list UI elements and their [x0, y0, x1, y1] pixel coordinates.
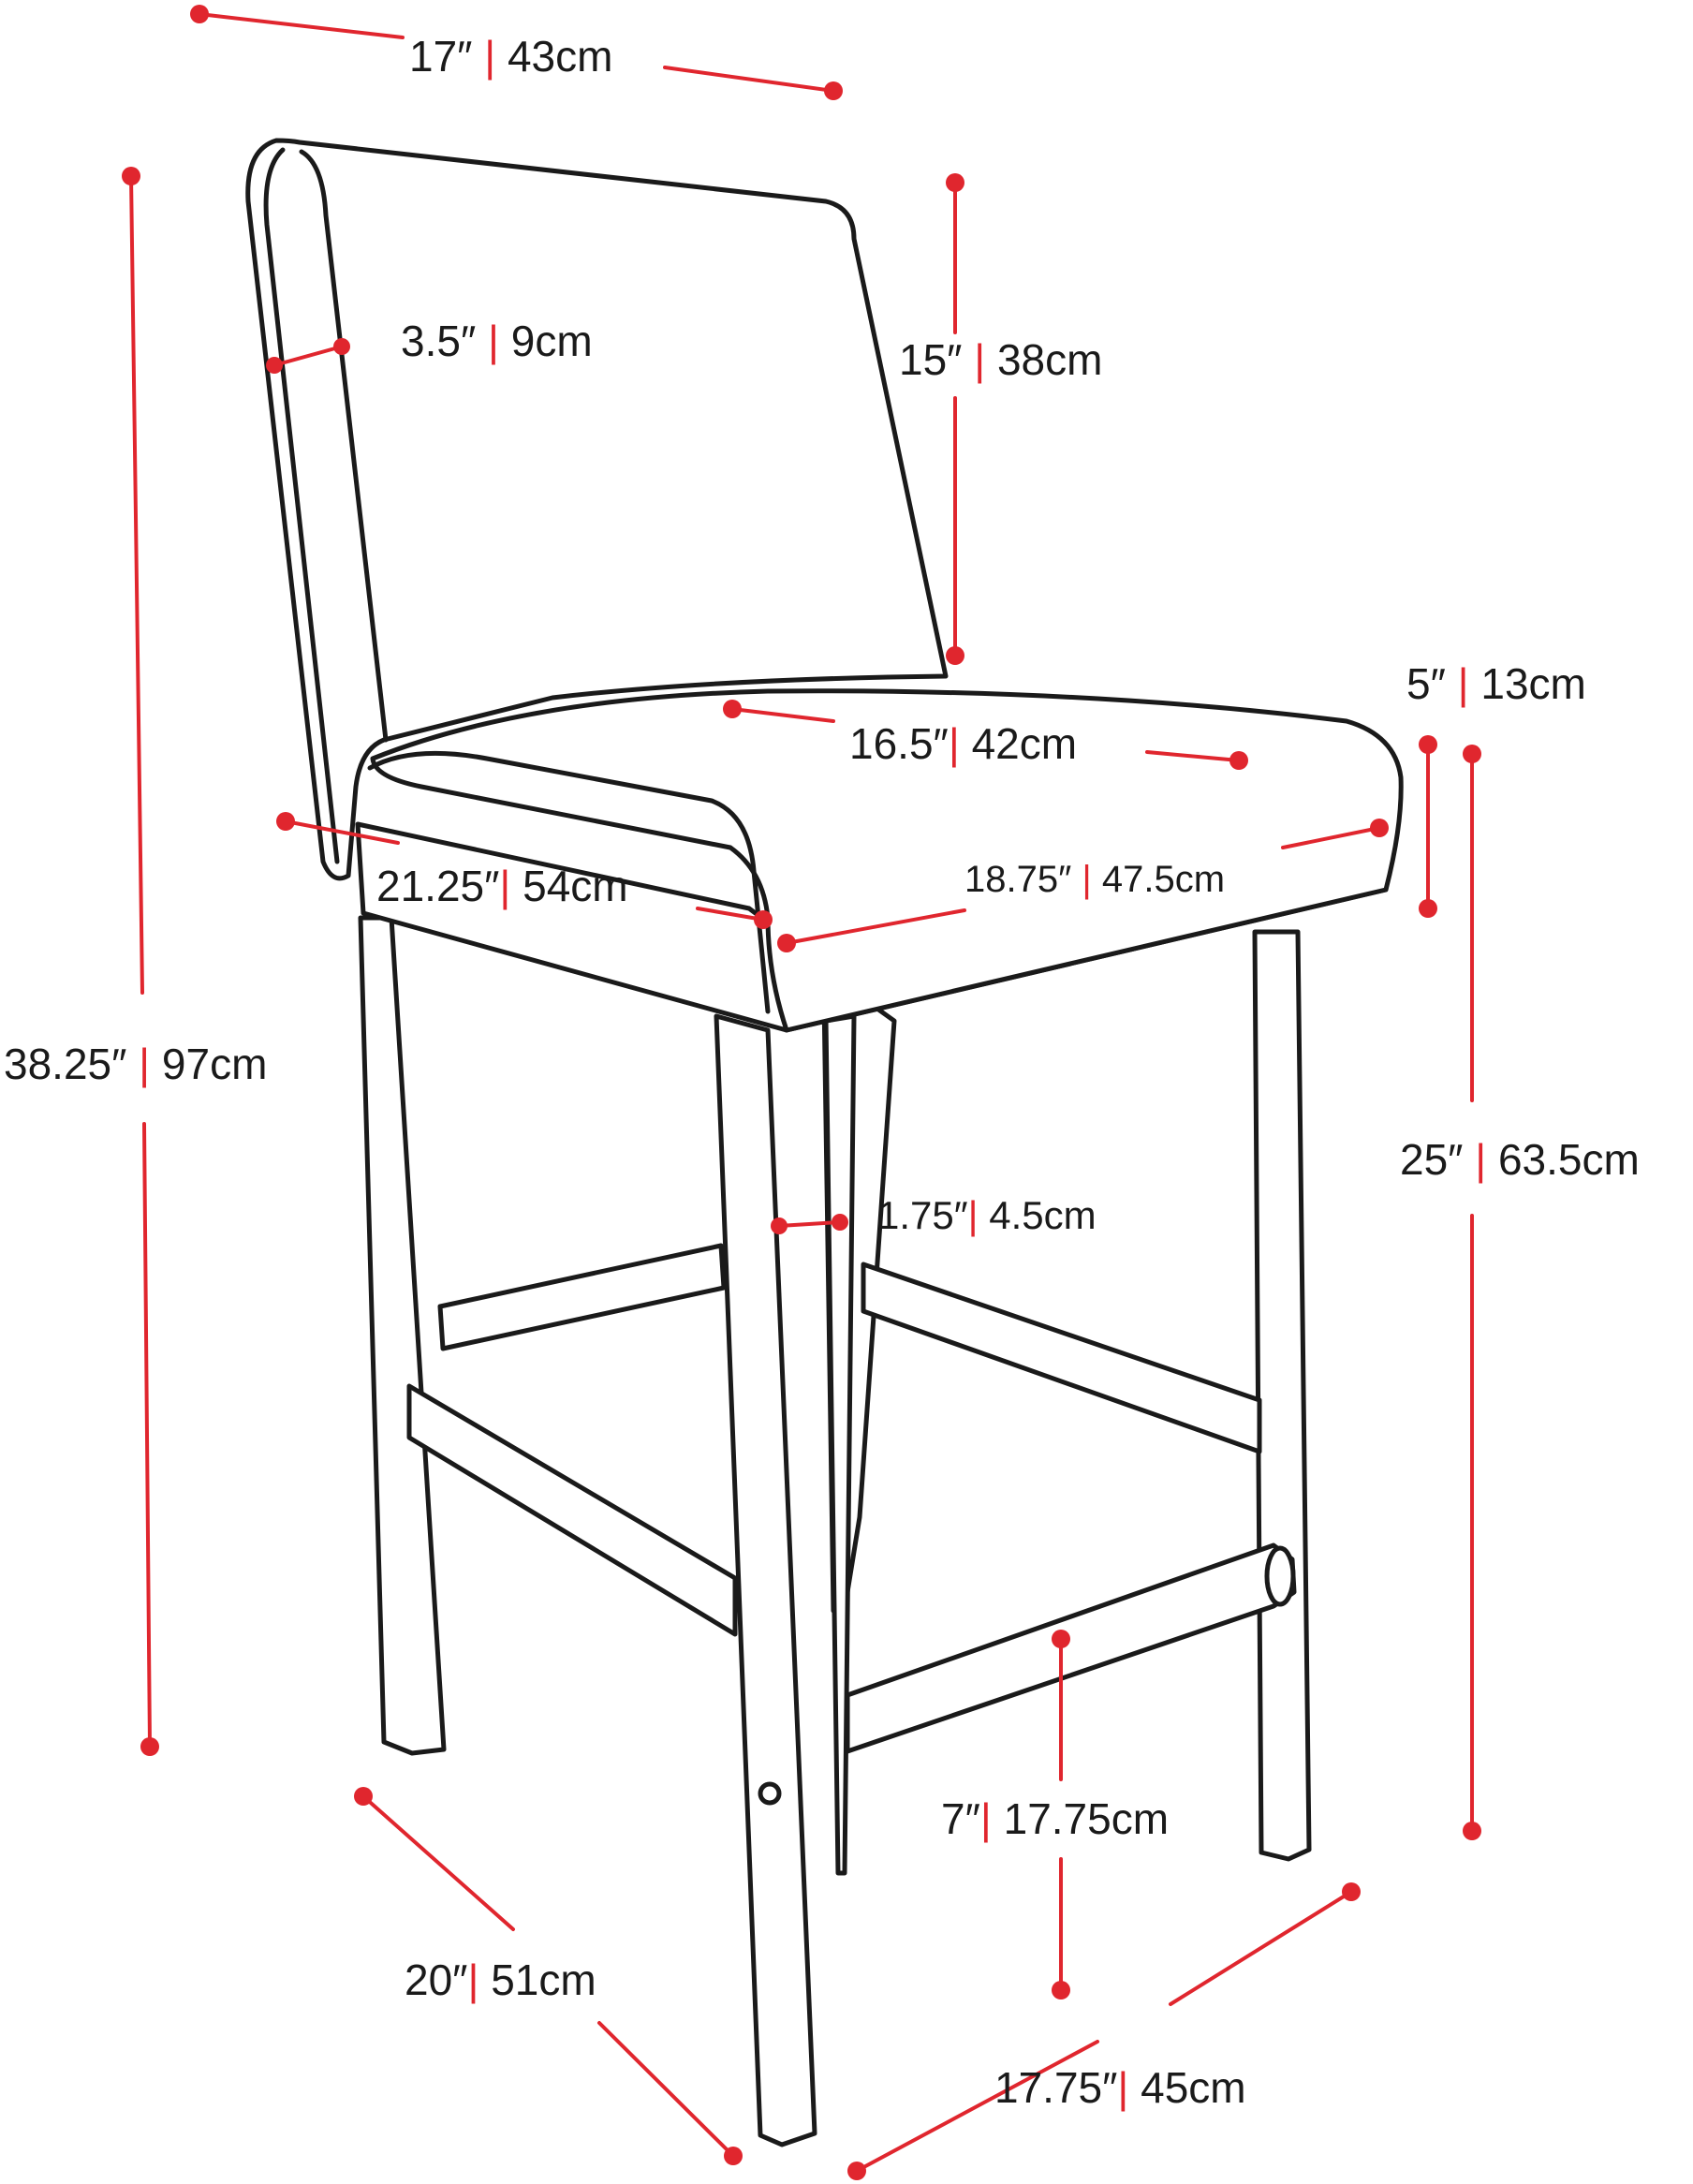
- label-total-height: 38.25″ | 97cm: [4, 1040, 267, 1088]
- side-stretcher-right: [861, 1262, 1262, 1454]
- label-base-width: 17.75″| 45cm: [994, 2063, 1246, 2112]
- label-seat-depth: 21.25″| 54cm: [376, 862, 628, 910]
- rear-stretcher: [437, 1243, 727, 1351]
- footrest-end-cap: [1264, 1545, 1296, 1607]
- label-back-height: 15″ | 38cm: [899, 335, 1102, 384]
- dimension-lines: [122, 5, 1481, 2180]
- front-footrest: [845, 1542, 1297, 1754]
- label-seat-thickness: 5″ | 13cm: [1406, 659, 1586, 708]
- front-left-leg: [714, 1013, 817, 2147]
- bar-stool-drawing: [245, 138, 1404, 2147]
- label-base-depth: 20″| 51cm: [405, 1955, 596, 2004]
- label-seat-back-width: 16.5″| 42cm: [849, 719, 1077, 768]
- label-leg-width: 1.75″| 4.5cm: [877, 1193, 1097, 1237]
- label-footrest-height: 7″| 17.75cm: [941, 1794, 1169, 1843]
- rear-left-leg: [358, 915, 447, 1756]
- seat-top: [370, 688, 1404, 1033]
- label-seat-height: 25″ | 63.5cm: [1400, 1135, 1640, 1184]
- dimension-labels: 17″ | 43cm 3.5″ | 9cm 15″ | 38cm 5″ | 13…: [4, 32, 1640, 2112]
- back-rest-edge: [299, 149, 389, 743]
- back-rest: [245, 138, 949, 881]
- seat-piping: [367, 750, 771, 1014]
- label-back-thickness: 3.5″ | 9cm: [401, 317, 593, 365]
- side-stretcher-left: [406, 1383, 738, 1637]
- label-seat-front-width: 18.75″ | 47.5cm: [964, 859, 1225, 900]
- leg-bolt: [758, 1781, 782, 1806]
- rear-right-leg: [1252, 929, 1312, 1862]
- label-back-width: 17″ | 43cm: [409, 32, 612, 81]
- back-rest-piping: [263, 147, 340, 864]
